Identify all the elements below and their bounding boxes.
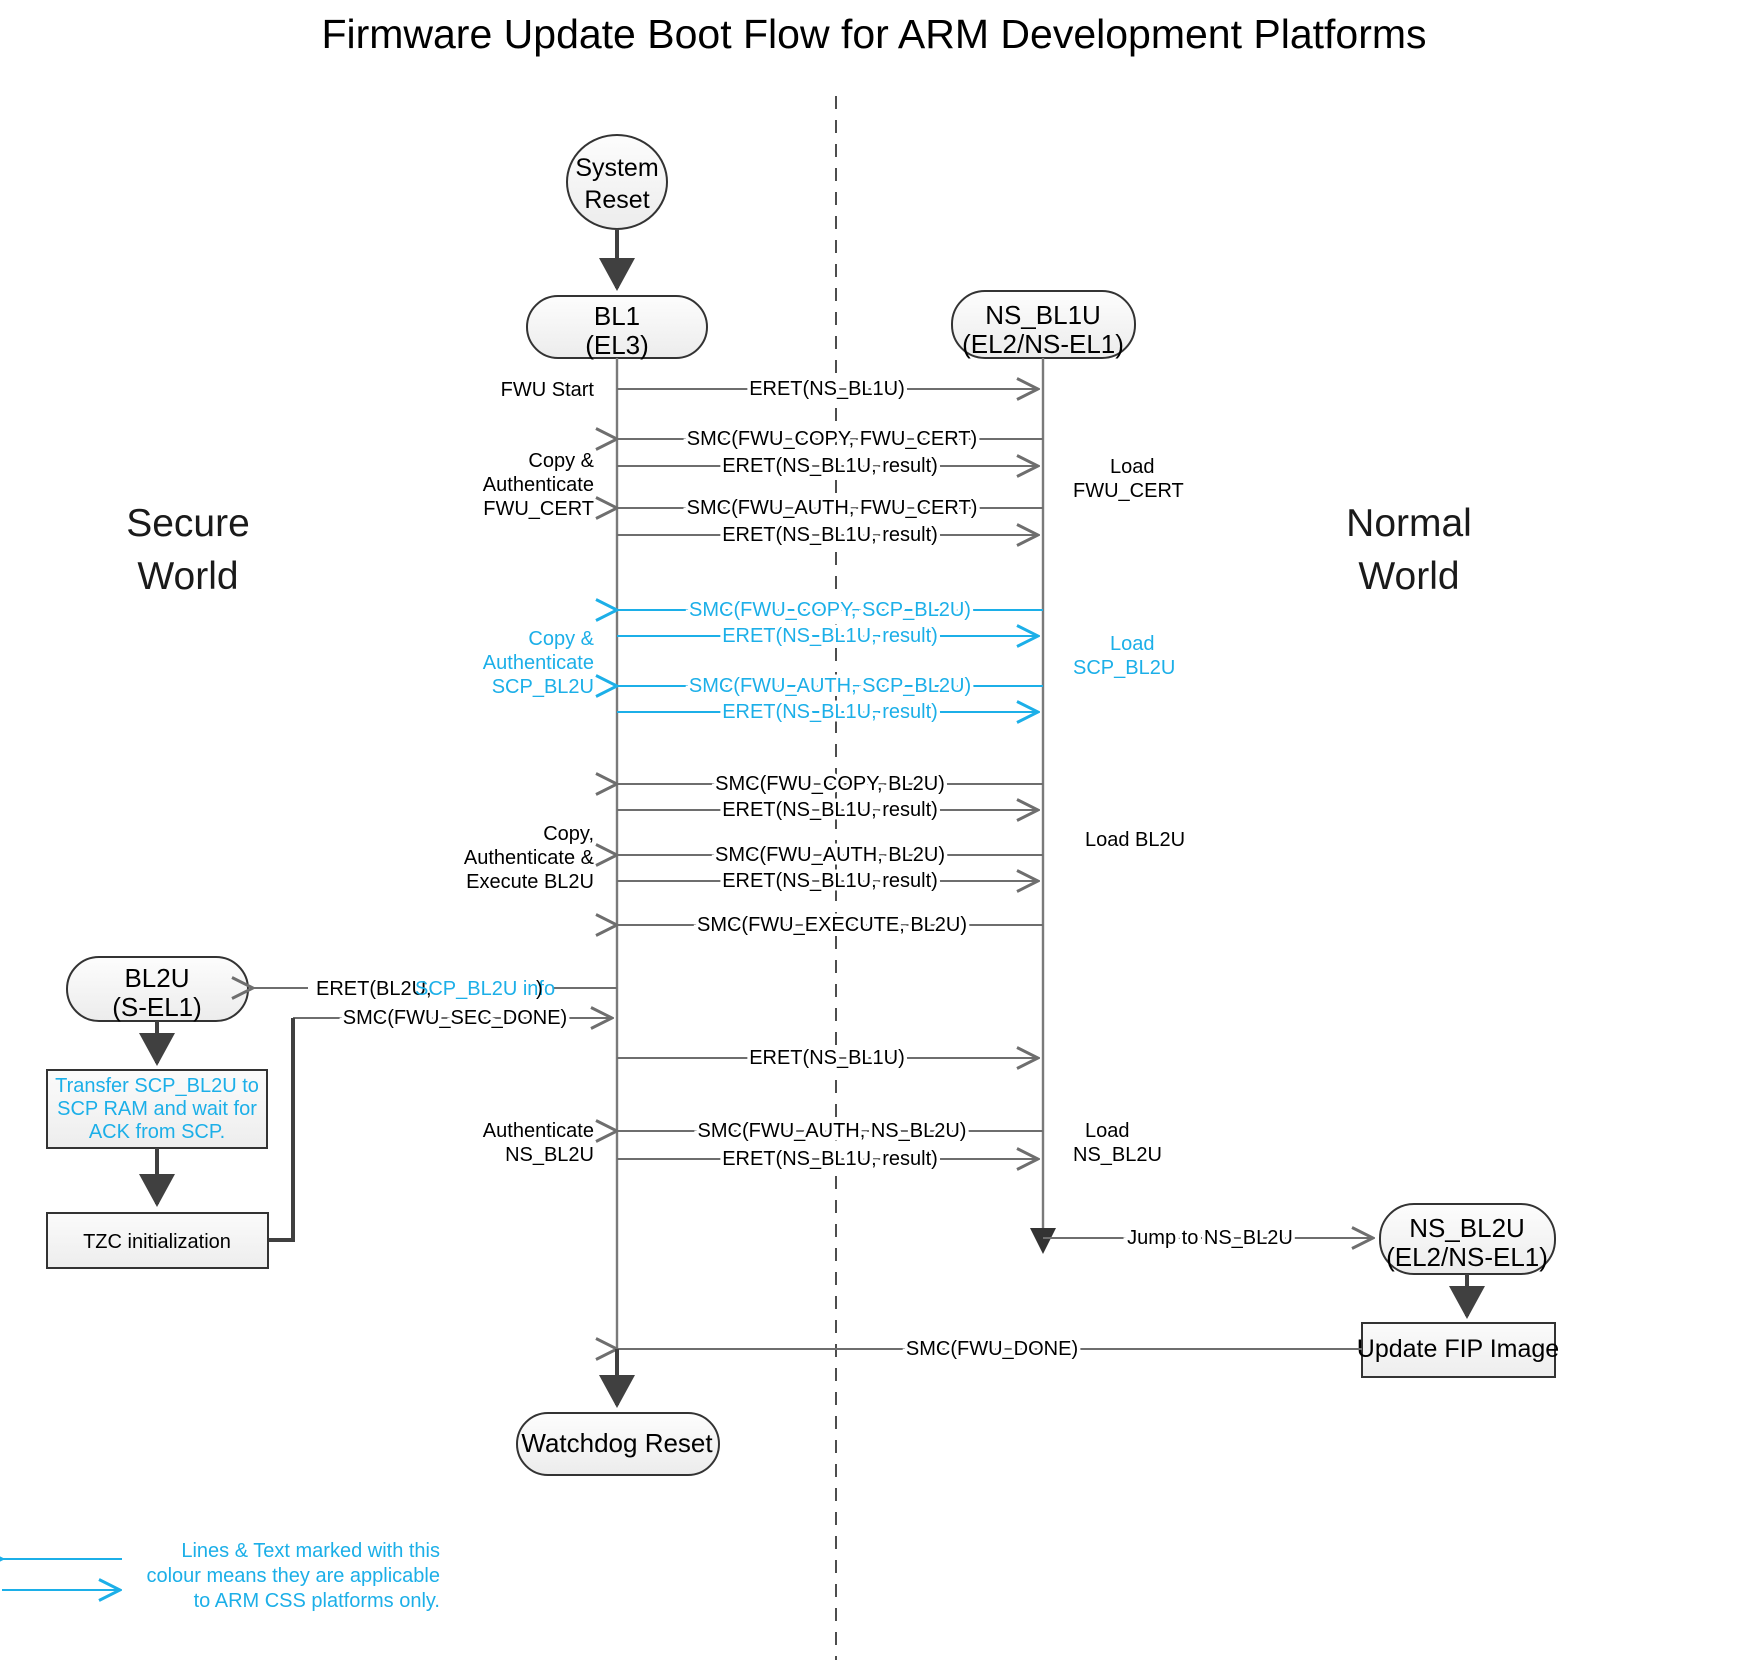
side-label-load-fwu-cert-1: Load xyxy=(1110,456,1155,478)
side-label-copy-auth-scp-2: Authenticate xyxy=(483,652,594,674)
message-label-m14: SMC(FWU_EXECUTE, BL2U) xyxy=(697,914,967,936)
message-label-m19: ERET(NS_BL1U, result) xyxy=(722,1148,938,1170)
side-label-copy-auth-exec-1: Copy, xyxy=(543,823,594,845)
message-label-m17: ERET(NS_BL1U) xyxy=(749,1047,905,1069)
node-bl1-line1: BL1 xyxy=(594,301,640,331)
message-label-m1: ERET(NS_BL1U) xyxy=(749,378,905,400)
side-label-copy-auth-scp-1: Copy & xyxy=(528,628,594,650)
node-ns-bl2u-line1: NS_BL2U xyxy=(1409,1213,1525,1243)
page-title: Firmware Update Boot Flow for ARM Develo… xyxy=(321,11,1426,57)
side-label-copy-auth-cert-3: FWU_CERT xyxy=(483,498,594,520)
message-label-m15-group: ERET(BL2U, SCP_BL2U info ) xyxy=(308,974,555,1000)
side-label-load-bl2u: Load BL2U xyxy=(1085,829,1185,851)
message-label-m9: ERET(NS_BL1U, result) xyxy=(722,701,938,723)
node-system-reset[interactable] xyxy=(566,134,668,230)
message-label-m2: SMC(FWU_COPY, FWU_CERT) xyxy=(687,428,977,450)
box-update-fip-label: Update FIP Image xyxy=(1357,1335,1559,1363)
box-transfer-line3: ACK from SCP. xyxy=(89,1121,225,1143)
message-label-m13: ERET(NS_BL1U, result) xyxy=(722,870,938,892)
message-label-m15-backdrop xyxy=(308,974,553,1000)
box-update-fip-image[interactable] xyxy=(1361,1322,1556,1378)
message-label-m21: SMC(FWU_DONE) xyxy=(906,1338,1078,1360)
side-label-auth-ns-bl2u-1: Authenticate xyxy=(483,1120,594,1142)
side-label-fwu-start: FWU Start xyxy=(501,379,595,401)
message-label-m11: ERET(NS_BL1U, result) xyxy=(722,799,938,821)
legend-line1: Lines & Text marked with this xyxy=(181,1540,440,1562)
message-label-m7: ERET(NS_BL1U, result) xyxy=(722,625,938,647)
box-tzc-initialization[interactable] xyxy=(46,1212,269,1269)
node-system-reset-line1: System xyxy=(575,154,658,182)
message-label-m12: SMC(FWU_AUTH, BL2U) xyxy=(715,844,945,866)
node-watchdog-reset-label: Watchdog Reset xyxy=(521,1428,713,1458)
legend-line3: to ARM CSS platforms only. xyxy=(194,1590,440,1612)
node-bl1-line2: (EL3) xyxy=(585,330,649,360)
message-label-m18: SMC(FWU_AUTH, NS_BL2U) xyxy=(698,1120,967,1142)
box-transfer-scp-bl2u[interactable] xyxy=(46,1069,268,1149)
node-bl2u-line1: BL2U xyxy=(124,963,189,993)
message-label-m16: SMC(FWU_SEC_DONE) xyxy=(343,1007,567,1029)
normal-world-label-line2: World xyxy=(1358,555,1459,598)
message-label-m4: SMC(FWU_AUTH, FWU_CERT) xyxy=(687,497,978,519)
message-label-m15-part3: ) xyxy=(536,978,543,1000)
box-transfer-line1: Transfer SCP_BL2U to xyxy=(55,1075,259,1097)
box-transfer-line2: SCP RAM and wait for xyxy=(57,1098,257,1120)
secure-world-label-line2: World xyxy=(137,555,238,598)
side-label-load-fwu-cert-2: FWU_CERT xyxy=(1073,480,1184,502)
side-label-load-ns-bl2u-1: Load xyxy=(1085,1120,1130,1142)
message-label-m6: SMC(FWU_COPY, SCP_BL2U) xyxy=(689,599,971,621)
node-ns-bl1u-line1: NS_BL1U xyxy=(985,300,1101,330)
node-system-reset-line2: Reset xyxy=(584,186,649,214)
box-tzc-label: TZC initialization xyxy=(83,1231,231,1253)
side-label-load-scp-bl2u-2: SCP_BL2U xyxy=(1073,657,1175,679)
node-ns-bl2u-line2: (EL2/NS-EL1) xyxy=(1386,1242,1548,1272)
side-label-copy-auth-exec-3: Execute BL2U xyxy=(466,871,594,893)
side-label-auth-ns-bl2u-2: NS_BL2U xyxy=(505,1144,594,1166)
side-label-copy-auth-cert-1: Copy & xyxy=(528,450,594,472)
node-ns-bl1u-line2: (EL2/NS-EL1) xyxy=(962,329,1124,359)
secure-world-label-line1: Secure xyxy=(126,502,250,545)
side-label-copy-auth-cert-2: Authenticate xyxy=(483,474,594,496)
side-label-load-ns-bl2u-2: NS_BL2U xyxy=(1073,1144,1162,1166)
lifeline-ns-bl1u-arrowhead xyxy=(1030,1228,1056,1254)
message-label-m10: SMC(FWU_COPY, BL2U) xyxy=(715,773,945,795)
side-label-load-scp-bl2u-1: Load xyxy=(1110,633,1155,655)
normal-world-label-line1: Normal xyxy=(1346,502,1472,545)
side-label-copy-auth-exec-2: Authenticate & xyxy=(464,847,595,869)
message-label-m3: ERET(NS_BL1U, result) xyxy=(722,455,938,477)
message-label-m15-part2-cyan: SCP_BL2U info xyxy=(415,978,555,1000)
message-label-m15-part1: ERET(BL2U, xyxy=(316,978,432,1000)
node-watchdog-reset[interactable] xyxy=(516,1412,720,1476)
message-label-m5: ERET(NS_BL1U, result) xyxy=(722,524,938,546)
message-label-m8: SMC(FWU_AUTH, SCP_BL2U) xyxy=(689,675,971,697)
edge-tzc-to-smc-sec-done xyxy=(268,1018,295,1242)
node-bl2u-line2: (S-EL1) xyxy=(112,992,202,1022)
legend-line2: colour means they are applicable xyxy=(146,1565,440,1587)
side-label-copy-auth-scp-3: SCP_BL2U xyxy=(492,676,594,698)
message-label-m20: Jump to NS_BL2U xyxy=(1127,1227,1293,1249)
